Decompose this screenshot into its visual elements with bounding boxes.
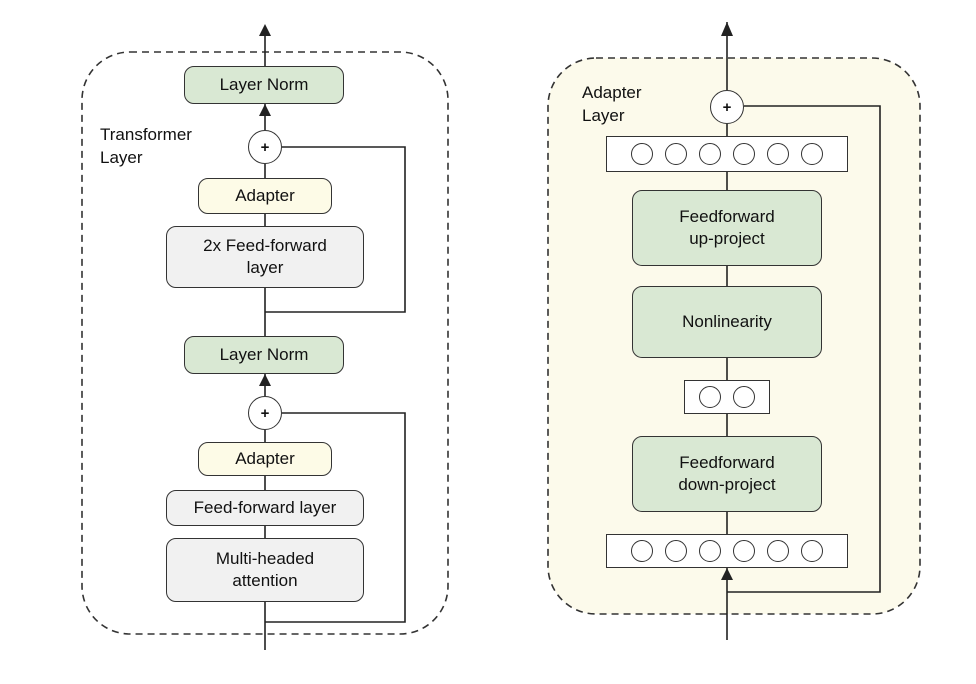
feedforward-up-project: Feedforward up-project: [632, 190, 822, 266]
mid-layer-norm: Layer Norm: [184, 336, 344, 374]
adapter-plus-icon: +: [710, 90, 744, 124]
adapter-layer-title: Adapter Layer: [582, 83, 642, 125]
feedforward-down-project: Feedforward down-project: [632, 436, 822, 512]
nonlinearity: Nonlinearity: [632, 286, 822, 358]
top-adapter: Adapter: [198, 178, 332, 214]
arrowhead-adapter-input: [721, 568, 733, 580]
neuron-icon: [665, 540, 687, 562]
arrowheads: [259, 22, 733, 602]
neuron-icon: [767, 540, 789, 562]
arrowhead-top-norm: [259, 104, 271, 116]
bottom-neuron-bar: [606, 534, 848, 568]
transformer-layer-title: Transformer Layer: [100, 125, 192, 167]
neuron-icon: [699, 143, 721, 165]
residual-top-line: [265, 146, 406, 313]
neuron-icon: [733, 143, 755, 165]
top-layer-norm: Layer Norm: [184, 66, 344, 104]
arrowhead-mid-norm: [259, 374, 271, 386]
left-connectors: [264, 22, 881, 650]
neuron-icon: [733, 540, 755, 562]
feed-forward-layer: Feed-forward layer: [166, 490, 364, 526]
bottom-adapter: Adapter: [198, 442, 332, 476]
arrowhead-output: [259, 24, 271, 36]
arrowhead-adapter-output: [721, 22, 733, 36]
middle-neuron-bar: [684, 380, 770, 414]
feed-forward-2x: 2x Feed-forward layer: [166, 226, 364, 288]
neuron-icon: [699, 540, 721, 562]
neuron-icon: [631, 540, 653, 562]
plus-bottom-icon: +: [248, 396, 282, 430]
neuron-icon: [631, 143, 653, 165]
multi-headed-attention: Multi-headed attention: [166, 538, 364, 602]
neuron-icon: [665, 143, 687, 165]
neuron-icon: [801, 143, 823, 165]
plus-top-icon: +: [248, 130, 282, 164]
neuron-icon: [699, 386, 721, 408]
neuron-icon: [801, 540, 823, 562]
adapter-skip-line: [727, 105, 881, 593]
top-neuron-bar: [606, 136, 848, 172]
neuron-icon: [767, 143, 789, 165]
residual-bottom-line: [265, 412, 406, 623]
neuron-icon: [733, 386, 755, 408]
